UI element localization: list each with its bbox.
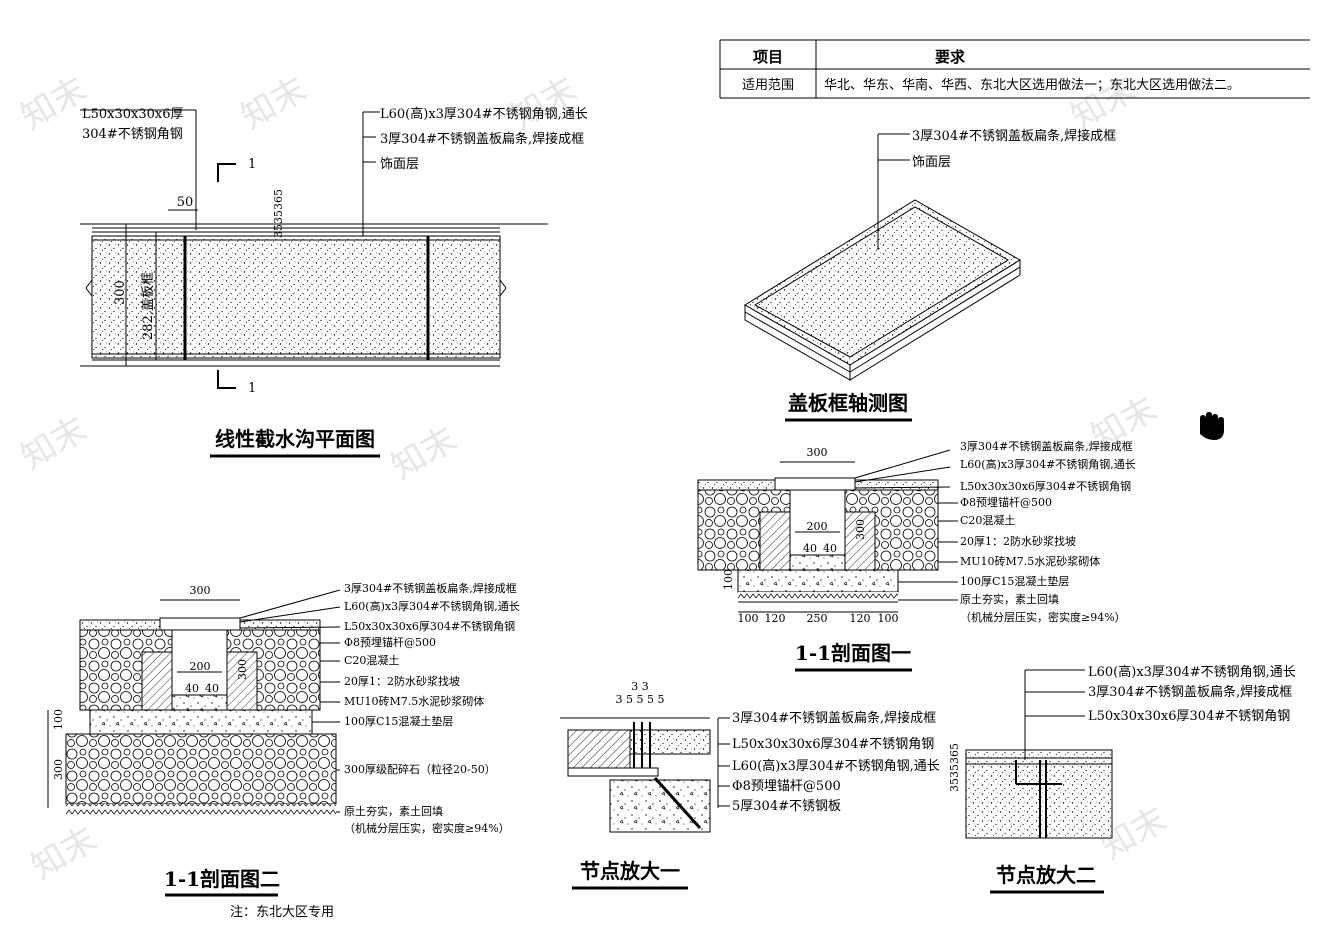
section1-label-2: L60(高)x3厚304#不锈钢角钢,通长 <box>960 457 1136 471</box>
section1-dim-bottom-5: 100 <box>878 612 899 625</box>
plan-title: 线性截水沟平面图 <box>215 427 375 451</box>
axo-label-cover: 3厚304#不锈钢盖板扁条,焊接成框 <box>912 128 1116 144</box>
section1-label-8: 100厚C15混凝土垫层 <box>960 574 1069 588</box>
table-row-value: 华北、华东、华南、华西、东北大区选用做法一；东北大区选用做法二。 <box>824 77 1240 93</box>
section2-label-6: 20厚1：2防水砂浆找坡 <box>344 674 460 688</box>
plan-dim-282: 282,盖板框 <box>141 272 156 340</box>
section1-label-9: 原土夯实，素土回填 <box>960 592 1059 606</box>
section1-label-10: （机械分层压实，密实度≥94%） <box>960 610 1126 624</box>
section2-label-8: 100厚C15混凝土垫层 <box>344 714 453 728</box>
plan-dim-300: 300 <box>113 280 128 305</box>
section2-dim-300v-in: 300 <box>236 659 249 680</box>
section1-dim-100: 100 <box>722 569 735 590</box>
node2-label-2: 3厚304#不锈钢盖板扁条,焊接成框 <box>1088 684 1292 700</box>
plan-label-finish: 饰面层 <box>380 157 419 172</box>
section2-dim-300: 300 <box>190 584 211 597</box>
plan-label-angle-2: 304#不锈钢角钢 <box>82 127 183 142</box>
hand-cursor-icon <box>1200 412 1224 440</box>
section-2-view: 300 200 40 40 300 100 300 3厚304#不锈钢盖板扁条,… <box>47 581 520 920</box>
axo-title: 盖板框轴测图 <box>788 391 908 415</box>
plan-label-l60: L60(高)x3厚304#不锈钢角钢,通长 <box>380 106 588 122</box>
node1-label-5: 5厚304#不锈钢板 <box>732 799 841 814</box>
section2-dim-100: 100 <box>52 709 65 730</box>
section1-dim-bottom-4: 120 <box>850 612 871 625</box>
section-mark-top: 1 <box>248 157 256 172</box>
section-mark-bottom: 1 <box>248 381 256 396</box>
node1-dims-top2: 3 5 5 5 5 <box>616 693 665 706</box>
section1-dim-bottom-1: 100 <box>738 612 759 625</box>
section2-title: 1-1剖面图二 <box>164 867 280 891</box>
axo-view: 3厚304#不锈钢盖板扁条,焊接成框 饰面层 盖板框轴测图 <box>744 128 1116 422</box>
section2-note: 注：东北大区专用 <box>230 905 334 920</box>
section2-dim-40: 40 <box>185 682 199 695</box>
section1-dim-300v: 300 <box>854 519 867 540</box>
plan-view: 1 1 50 300 282,盖板框 3535365 L50x30x30x6厚 … <box>80 106 588 458</box>
section2-label-11: （机械分层压实，密实度≥94%） <box>344 821 510 835</box>
section2-label-10: 原土夯实，素土回填 <box>344 804 443 818</box>
node1-label-4: Φ8预埋锚杆@500 <box>732 779 841 794</box>
section1-label-6: 20厚1：2防水砂浆找坡 <box>960 534 1076 548</box>
section2-dim-40b: 40 <box>205 682 219 695</box>
node2-title: 节点放大二 <box>996 863 1096 887</box>
table-header-item: 项目 <box>753 48 783 66</box>
section2-dim-200: 200 <box>190 660 211 673</box>
node2-dim-v: 3535365 <box>948 743 961 792</box>
section2-label-9: 300厚级配碎石（粒径20-50） <box>344 762 496 776</box>
svg-text:知末: 知末 <box>235 69 314 138</box>
section1-label-5: C20混凝土 <box>960 513 1015 527</box>
section2-label-1: 3厚304#不锈钢盖板扁条,焊接成框 <box>344 581 517 595</box>
section1-dim-200: 200 <box>807 520 828 533</box>
section1-dim-40: 40 <box>803 542 817 555</box>
node1-label-2: L50x30x30x6厚304#不锈钢角钢 <box>732 737 934 752</box>
section2-label-7: MU10砖M7.5水泥砂浆砌体 <box>344 694 484 708</box>
node1-title: 节点放大一 <box>580 859 680 883</box>
node2-label-3: L50x30x30x6厚304#不锈钢角钢 <box>1088 709 1290 724</box>
node-1-view: 3 3 3 5 5 5 5 3厚304#不锈钢盖板扁条,焊接成框 L50x30x… <box>560 680 940 890</box>
plan-dim-50: 50 <box>177 195 194 210</box>
table-header-requirement: 要求 <box>935 48 966 66</box>
section1-title: 1-1剖面图一 <box>795 641 911 665</box>
node1-label-1: 3厚304#不锈钢盖板扁条,焊接成框 <box>732 710 936 726</box>
spec-table: 项目 要求 适用范围 华北、华东、华南、华西、东北大区选用做法一；东北大区选用做… <box>719 39 1310 99</box>
svg-text:知末: 知末 <box>25 819 104 888</box>
section1-dim-bottom-2: 120 <box>765 612 786 625</box>
node1-dims-top: 3 3 <box>631 680 649 693</box>
section2-dim-300v: 300 <box>52 759 65 780</box>
section2-label-5: C20混凝土 <box>344 653 399 667</box>
node1-label-3: L60(高)x3厚304#不锈钢角钢,通长 <box>732 758 940 774</box>
section1-label-7: MU10砖M7.5水泥砂浆砌体 <box>960 554 1100 568</box>
section2-label-3: L50x30x30x6厚304#不锈钢角钢 <box>344 620 515 633</box>
table-row-label: 适用范围 <box>742 78 794 93</box>
section1-label-4: Φ8预埋锚杆@500 <box>960 495 1052 509</box>
section-1-view: 300 200 40 40 300 100 100 120 250 120 10… <box>697 439 1136 672</box>
section1-label-3: L50x30x30x6厚304#不锈钢角钢 <box>960 480 1131 493</box>
svg-text:知末: 知末 <box>505 69 584 138</box>
plan-label-angle-1: L50x30x30x6厚 <box>82 107 184 122</box>
svg-text:知末: 知末 <box>385 419 464 488</box>
section1-label-1: 3厚304#不锈钢盖板扁条,焊接成框 <box>960 439 1133 453</box>
section1-dim-300: 300 <box>807 446 828 459</box>
section2-label-4: Φ8预埋锚杆@500 <box>344 635 436 649</box>
plan-label-cover: 3厚304#不锈钢盖板扁条,焊接成框 <box>380 131 584 147</box>
node-2-view: 3535365 L60(高)x3厚304#不锈钢角钢,通长 3厚304#不锈钢盖… <box>948 664 1296 894</box>
node2-label-1: L60(高)x3厚304#不锈钢角钢,通长 <box>1088 664 1296 680</box>
svg-text:知末: 知末 <box>15 409 94 478</box>
section1-dim-bottom-3: 250 <box>807 612 828 625</box>
axo-label-finish: 饰面层 <box>912 155 951 170</box>
plan-dim-small: 3535365 <box>272 189 285 238</box>
section1-dim-40b: 40 <box>823 542 837 555</box>
section2-label-2: L60(高)x3厚304#不锈钢角钢,通长 <box>344 599 520 613</box>
